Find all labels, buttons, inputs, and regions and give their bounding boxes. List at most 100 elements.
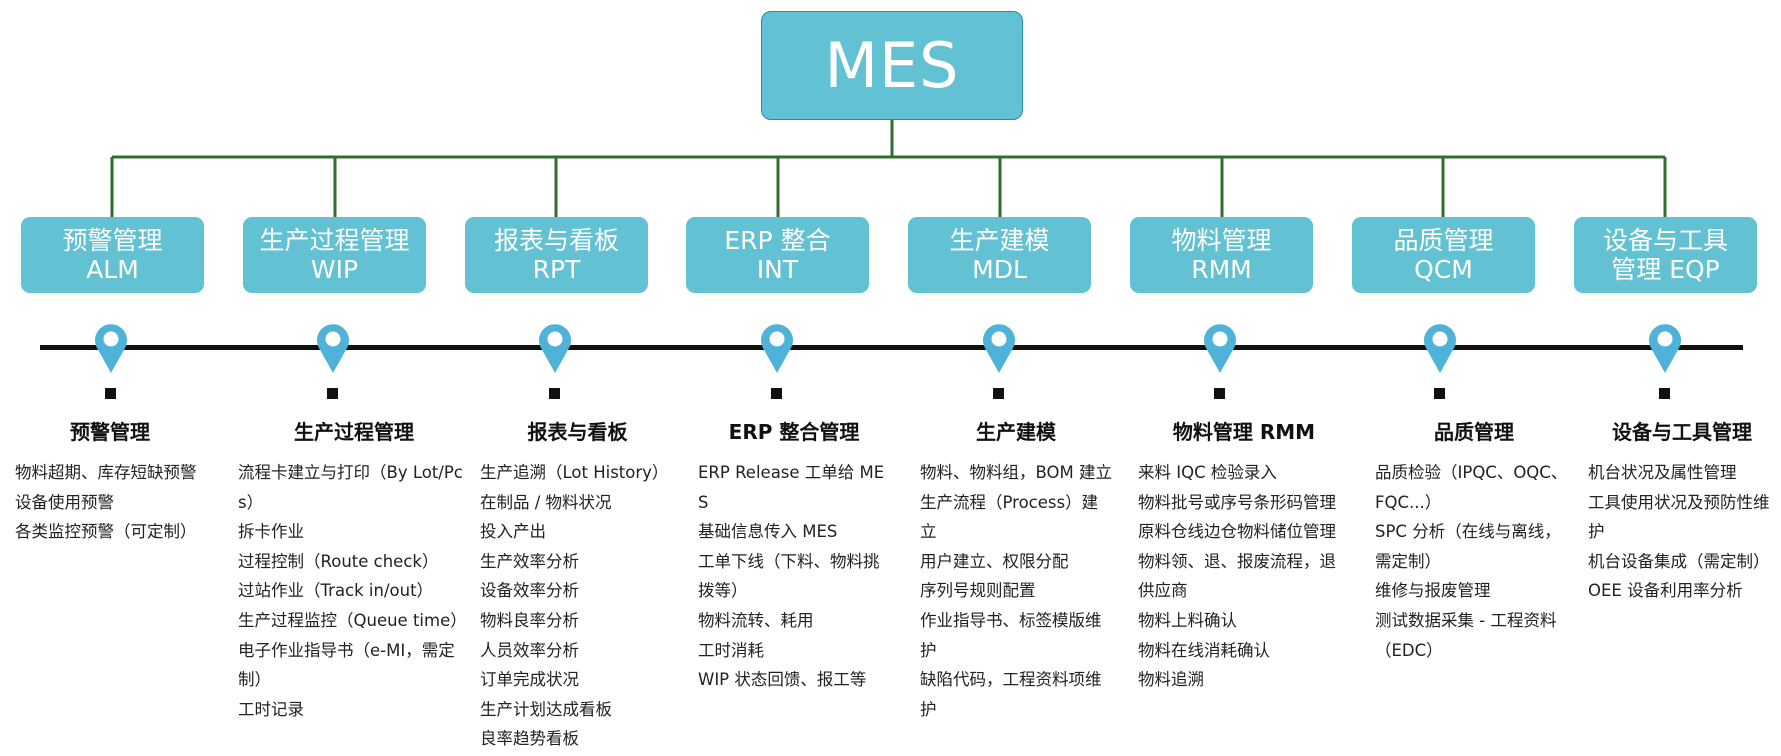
module-box-qcm: 品质管理 QCM — [1352, 217, 1535, 293]
module-name-line1: 物料管理 — [1171, 226, 1272, 255]
detail-title: 物料管理 RMM — [1172, 420, 1316, 444]
detail-item: 工时消耗 — [698, 640, 764, 660]
module-box-mdl: 生产建模 MDL — [908, 217, 1091, 293]
detail-item: 用户建立、权限分配 — [920, 551, 1069, 571]
map-pin-icon — [95, 324, 127, 373]
module-box-rmm: 物料管理 RMM — [1130, 217, 1313, 293]
detail-item: 工单下线（下料、物料挑拨等） — [698, 551, 880, 601]
detail-item: 物料、物料组，BOM 建立 — [920, 463, 1112, 482]
square-marker-icon — [993, 388, 1004, 399]
module-box-eqp: 设备与工具 管理 EQP — [1574, 217, 1757, 293]
detail-item: 订单完成状况 — [480, 670, 579, 690]
detail-item: 人员效率分析 — [480, 640, 579, 660]
detail-item: 机台设备集成（需定制） — [1588, 551, 1770, 571]
detail-item: 设备效率分析 — [480, 581, 579, 601]
module-name-line1: 设备与工具 — [1602, 226, 1728, 255]
detail-column-rmm: 物料管理 RMM 来料 IQC 检验录入物料批号或序号条形码管理原料仓线边仓物料… — [1138, 418, 1350, 695]
map-pin-icon — [317, 324, 349, 373]
detail-item: 物料上料确认 — [1138, 610, 1237, 630]
detail-item: 生产过程监控（Queue time） — [238, 610, 467, 630]
module-name-line1: 生产过程管理 — [259, 226, 410, 255]
root-label: MES — [824, 29, 960, 102]
square-marker-icon — [1659, 388, 1670, 399]
module-name-line2: QCM — [1414, 255, 1473, 284]
detail-list: 流程卡建立与打印（By Lot/Pcs） 拆卡作业过程控制（Route check… — [238, 458, 470, 724]
map-pin-icon — [1424, 324, 1456, 373]
square-marker-icon — [105, 388, 116, 399]
module-box-rpt: 报表与看板 RPT — [465, 217, 648, 293]
detail-column-qcm: 品质管理 品质检验（IPQC、OQC、FQC...） SPC 分析（在线与离线，需… — [1375, 418, 1573, 665]
square-marker-icon — [549, 388, 560, 399]
detail-list: 机台状况及属性管理工具使用状况及预防性维护机台设备集成（需定制）OEE 设备利用… — [1588, 458, 1776, 606]
detail-title: 生产过程管理 — [294, 420, 414, 444]
detail-item: 各类监控预警（可定制） — [15, 522, 197, 542]
detail-item: 过站作业（Track in/out） — [238, 581, 434, 601]
detail-item: 过程控制（Route check） — [238, 551, 439, 571]
module-name-line2: MDL — [972, 255, 1027, 284]
detail-item: 在制品 / 物料状况 — [480, 492, 612, 512]
detail-item: 物料超期、库存短缺预警 — [15, 463, 197, 482]
detail-item: 流程卡建立与打印（By Lot/Pcs） — [238, 463, 463, 512]
detail-item: 测试数据采集 - 工程资料（EDC） — [1375, 610, 1557, 660]
module-name-line2: 管理 EQP — [1611, 255, 1720, 284]
map-pin-icon — [1204, 324, 1236, 373]
detail-item: 电子作业指导书（e-MI，需定制） — [238, 640, 455, 690]
detail-item: 物料领、退、报废流程，退供应商 — [1138, 551, 1336, 601]
detail-item: 生产追溯（Lot History） — [480, 463, 669, 482]
detail-item: 生产流程（Process）建立 — [920, 492, 1099, 542]
detail-item: 良率趋势看板 — [480, 729, 579, 749]
detail-item: 生产计划达成看板 — [480, 699, 612, 719]
detail-list: 物料、物料组，BOM 建立生产流程（Process）建立用户建立、权限分配序列号… — [920, 458, 1112, 724]
module-name-line2: RPT — [532, 255, 581, 284]
detail-item: 物料批号或序号条形码管理 — [1138, 492, 1336, 512]
detail-item: 维修与报废管理 — [1375, 581, 1491, 601]
detail-title: 报表与看板 — [527, 420, 628, 444]
module-name-line2: INT — [756, 255, 799, 284]
detail-item: 工时记录 — [238, 699, 304, 719]
module-name-line2: RMM — [1191, 255, 1252, 284]
detail-item: WIP 状态回馈、报工等 — [698, 670, 867, 690]
detail-list: ERP Release 工单给 MES 基础信息传入 MES 工单下线（下料、物料挑… — [698, 458, 890, 695]
detail-item: 品质检验（IPQC、OQC、FQC...） — [1375, 463, 1568, 512]
detail-item: 缺陷代码，工程资料项维护 — [920, 670, 1102, 719]
detail-list: 物料超期、库存短缺预警设备使用预警各类监控预警（可定制） — [15, 458, 205, 547]
map-pin-icon — [761, 324, 793, 373]
detail-item: ERP Release 工单给 MES — [698, 463, 885, 512]
detail-list: 来料 IQC 检验录入物料批号或序号条形码管理原料仓线边仓物料储位管理物料领、退… — [1138, 458, 1350, 695]
detail-item: 工具使用状况及预防性维护 — [1588, 492, 1770, 542]
detail-item: 拆卡作业 — [238, 522, 304, 542]
map-pin-icon — [1649, 324, 1681, 373]
map-pin-icon — [539, 324, 571, 373]
detail-item: 序列号规则配置 — [920, 581, 1036, 601]
detail-title: 生产建模 — [976, 420, 1056, 444]
square-marker-icon — [327, 388, 338, 399]
module-name-line1: 品质管理 — [1393, 226, 1494, 255]
module-name-line1: 预警管理 — [62, 226, 163, 255]
detail-item: 基础信息传入 MES — [698, 522, 838, 542]
module-box-wip: 生产过程管理 WIP — [243, 217, 426, 293]
module-name-line1: 报表与看板 — [493, 226, 619, 255]
detail-item: 物料流转、耗用 — [698, 610, 814, 630]
detail-item: 投入产出 — [480, 522, 546, 542]
detail-column-int: ERP 整合管理 ERP Release 工单给 MES 基础信息传入 MES 工单… — [698, 418, 890, 695]
module-name-line2: ALM — [86, 255, 139, 284]
detail-item: 机台状况及属性管理 — [1588, 463, 1737, 482]
detail-item: SPC 分析（在线与离线，需定制） — [1375, 522, 1561, 571]
detail-column-rpt: 报表与看板 生产追溯（Lot History） 在制品 / 物料状况投入产出生产效… — [480, 418, 675, 754]
detail-title: 预警管理 — [70, 420, 150, 444]
detail-title: 品质管理 — [1434, 420, 1514, 444]
square-marker-icon — [771, 388, 782, 399]
detail-list: 生产追溯（Lot History） 在制品 / 物料状况投入产出生产效率分析设备效… — [480, 458, 675, 754]
detail-column-wip: 生产过程管理 流程卡建立与打印（By Lot/Pcs） 拆卡作业过程控制（Rout… — [238, 418, 470, 724]
detail-item: 物料在线消耗确认 — [1138, 640, 1270, 660]
detail-column-eqp: 设备与工具管理 机台状况及属性管理工具使用状况及预防性维护机台设备集成（需定制）… — [1588, 418, 1776, 606]
map-pin-icon — [983, 324, 1015, 373]
detail-item: 生产效率分析 — [480, 551, 579, 571]
detail-title: 设备与工具管理 — [1612, 420, 1752, 444]
detail-title: ERP 整合管理 — [728, 420, 860, 444]
detail-item: 物料追溯 — [1138, 670, 1204, 690]
module-name-line2: WIP — [310, 255, 359, 284]
detail-list: 品质检验（IPQC、OQC、FQC...） SPC 分析（在线与离线，需定制） 维修… — [1375, 458, 1573, 665]
module-name-line1: 生产建模 — [949, 226, 1050, 255]
